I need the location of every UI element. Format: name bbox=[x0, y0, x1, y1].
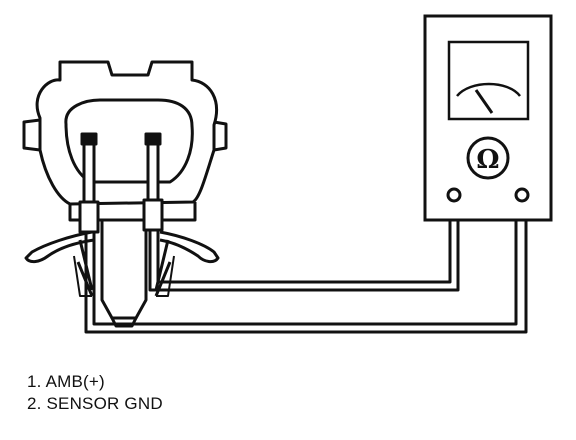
probe-shoulder-right bbox=[156, 255, 175, 297]
connector-rib-left bbox=[22, 118, 41, 152]
legend-item-amb: 1. AMB(+) bbox=[27, 372, 105, 391]
sensor-connector bbox=[22, 60, 228, 222]
mount-wing-left bbox=[24, 230, 95, 264]
ohmmeter-scale-arc bbox=[456, 82, 521, 97]
connector-base bbox=[68, 202, 197, 222]
test-probe-1-sleeve bbox=[78, 200, 100, 234]
probe-stem bbox=[100, 220, 148, 320]
ohmmeter-terminal-left bbox=[446, 187, 462, 203]
sensor-body bbox=[24, 220, 220, 328]
ohmmeter-dial bbox=[466, 136, 510, 180]
test-probes bbox=[78, 142, 164, 234]
probe-ribs bbox=[76, 239, 172, 297]
test-probe-1-tip bbox=[82, 142, 96, 208]
test-leads bbox=[84, 198, 528, 334]
probe-tip bbox=[110, 317, 138, 328]
test-lead-1-outer bbox=[84, 198, 528, 334]
ohmmeter-terminal-right bbox=[514, 187, 530, 203]
test-lead-2-inner bbox=[156, 198, 452, 284]
test-lead-1-inner bbox=[92, 198, 518, 326]
probe-shoulder-left bbox=[73, 255, 92, 297]
ohm-symbol: Ω bbox=[476, 145, 499, 175]
mount-wing-right bbox=[159, 230, 220, 264]
connector-rib-right bbox=[213, 120, 228, 152]
ohmmeter-needle bbox=[474, 89, 494, 114]
test-lead-2-outer bbox=[148, 198, 460, 292]
connector-housing bbox=[35, 60, 219, 206]
legend-item-sensor-gnd: 2. SENSOR GND bbox=[27, 394, 163, 413]
test-probe-2-sleeve bbox=[142, 198, 164, 232]
connector-inner-oval bbox=[64, 98, 194, 184]
ohmmeter bbox=[423, 14, 553, 222]
legend: 1. AMB(+) 2. SENSOR GND bbox=[27, 371, 163, 415]
test-probe-2-tip bbox=[146, 142, 160, 206]
